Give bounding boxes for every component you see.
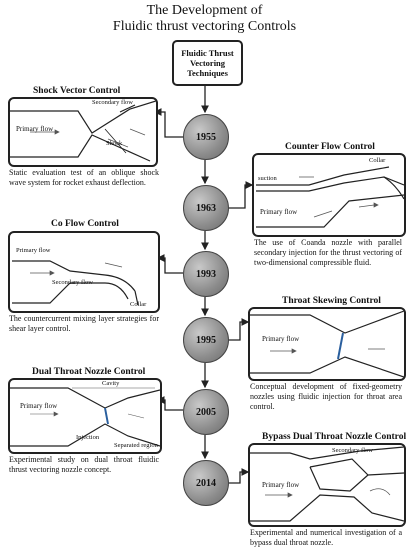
coflow-label-collar: Collar <box>130 301 147 308</box>
coflow-panel-description: The countercurrent mixing layer strategi… <box>9 314 159 333</box>
year-1955: 1955 <box>183 114 229 160</box>
counter-panel: Collar suction Primary flow <box>252 153 406 237</box>
counter-label-suction: suction <box>258 175 277 182</box>
bypass-nozzle-sketch <box>250 446 404 522</box>
skew-panel-title: Throat Skewing Control <box>282 296 381 306</box>
shock-nozzle-sketch <box>10 100 156 162</box>
dual-panel-title: Dual Throat Nozzle Control <box>32 367 146 377</box>
shock-panel-description: Static evaluation test of an oblique sho… <box>9 168 159 187</box>
skew-panel-description: Conceptual development of fixed-geometry… <box>250 382 402 411</box>
coflow-nozzle-sketch <box>12 260 139 306</box>
dual-nozzle-sketch <box>10 387 160 447</box>
bypass-panel-title: Bypass Dual Throat Nozzle Control <box>262 432 407 442</box>
dual-panel-description: Experimental study on dual throat fluidi… <box>9 455 159 474</box>
bypass-panel: Secondary flow Primary flow <box>248 443 406 527</box>
coflow-label-primary: Primary flow <box>16 247 51 254</box>
year-1963: 1963 <box>183 185 229 231</box>
skew-panel: Primary flow <box>248 307 406 381</box>
dual-label-separated: Separated region <box>114 442 158 449</box>
shock-panel: Secondary flow Primary flow Shock <box>8 97 158 167</box>
counter-label-collar: Collar <box>369 157 386 164</box>
skew-nozzle-sketch <box>250 310 404 378</box>
diagram-title-line2: Fluidic thrust vectoring Controls <box>112 19 297 34</box>
diagram-title-line1: The Development of <box>146 3 263 18</box>
year-1993: 1993 <box>183 251 229 297</box>
counter-panel-title: Counter Flow Control <box>285 142 375 152</box>
dual-label-cavity: Cavity <box>102 380 120 387</box>
bypass-panel-description: Experimental and numerical investigation… <box>250 528 402 547</box>
bypass-label-secondary: Secondary flow <box>332 447 373 454</box>
root-box: Fluidic Thrust Vectoring Techniques <box>172 40 243 86</box>
shock-label-primary: Primary flow <box>16 125 54 133</box>
dual-label-primary: Primary flow <box>20 402 58 410</box>
year-1995: 1995 <box>183 317 229 363</box>
counter-nozzle-sketch <box>256 166 404 228</box>
shock-label-secondary: Secondary flow <box>92 99 133 106</box>
counter-panel-description: The use of Coanda nozzle with parallel s… <box>254 238 402 267</box>
dual-panel: Cavity Primary flow Injection Separated … <box>8 378 162 454</box>
skew-label-primary: Primary flow <box>262 335 300 343</box>
counter-label-primary: Primary flow <box>260 208 298 216</box>
coflow-label-secondary: Secondary flow <box>52 279 93 286</box>
year-2014: 2014 <box>183 460 229 506</box>
shock-label-shock: Shock <box>106 140 123 147</box>
coflow-panel-title: Co Flow Control <box>51 219 119 229</box>
year-2005: 2005 <box>183 389 229 435</box>
dual-label-injection: Injection <box>76 434 100 441</box>
shock-panel-title: Shock Vector Control <box>33 86 121 96</box>
coflow-panel: Primary flow Secondary flow Collar <box>8 231 160 313</box>
bypass-label-primary: Primary flow <box>262 481 300 489</box>
